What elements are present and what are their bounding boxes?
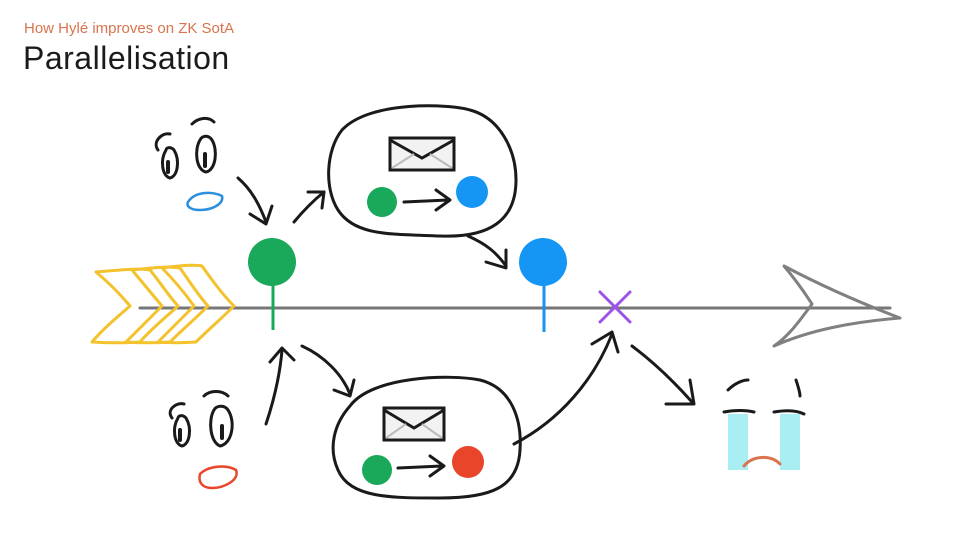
envelope-icon [382, 406, 446, 442]
feathers-icon [90, 263, 236, 345]
timeline-arrow [90, 263, 902, 348]
slide-title: Parallelisation [23, 40, 230, 76]
slide-subtitle: How Hylé improves on ZK SotA [24, 20, 235, 37]
envelope-icon [388, 136, 456, 172]
transaction-bubble-top [327, 104, 518, 238]
happy-face-top [154, 116, 224, 212]
cross-icon [598, 290, 632, 324]
sad-face [722, 378, 806, 470]
transaction-bubble-bottom [331, 375, 522, 500]
arrowhead-icon [772, 264, 902, 348]
green-event-node [248, 238, 296, 330]
blue-event-node [519, 238, 567, 332]
happy-face-bottom [168, 390, 238, 490]
flow-arrows [236, 176, 696, 446]
